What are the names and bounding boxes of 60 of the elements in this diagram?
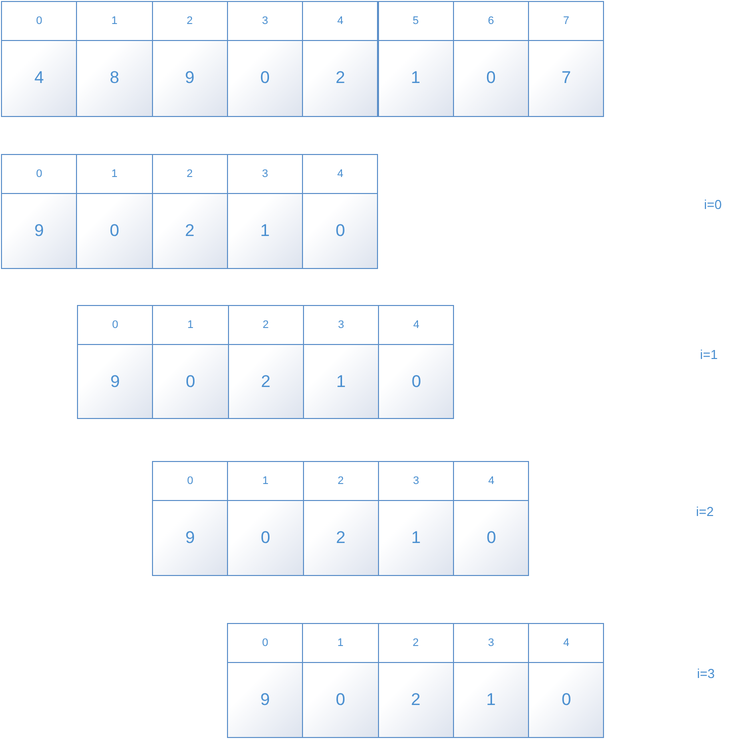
cell-value: 1: [486, 690, 496, 710]
cell-value: 2: [411, 690, 420, 710]
cell-value: 4: [34, 68, 44, 88]
cell-value: 0: [260, 528, 270, 548]
cell-value: 2: [336, 68, 346, 88]
array-cell: [528, 623, 604, 738]
array-cell: [528, 1, 604, 117]
array-cell: [302, 1, 378, 117]
cell-value: 0: [336, 221, 346, 241]
array-cell: [152, 154, 228, 269]
array-cell: [227, 623, 304, 738]
cell-value: 0: [260, 68, 270, 88]
array-cell: [378, 461, 454, 576]
cell-value: 0: [186, 372, 196, 392]
array-cell: [76, 1, 153, 117]
array-cell: [1, 1, 78, 117]
array-cell: [378, 305, 454, 419]
array-cell: [228, 305, 304, 419]
cell-value: 1: [411, 528, 421, 548]
array-cell: [226, 1, 304, 117]
array-cell: [227, 461, 304, 576]
array-cell: [77, 305, 154, 419]
array-cell: [226, 154, 304, 269]
iteration-label: i=1: [700, 347, 718, 362]
cell-value: 9: [110, 372, 120, 392]
cell-value: 1: [410, 68, 420, 88]
cell-value: 9: [185, 528, 195, 548]
cell-value: 8: [110, 68, 120, 88]
cell-value: 0: [110, 221, 120, 241]
cell-value: 0: [486, 528, 496, 548]
iteration-label: i=3: [697, 666, 715, 681]
iteration-label: i=0: [704, 197, 722, 212]
array-cell: [302, 461, 379, 576]
array-cell: [152, 1, 228, 117]
array-cell: [152, 461, 228, 576]
array-cell: [302, 154, 378, 269]
cell-value: 0: [486, 68, 496, 88]
cell-value: 2: [185, 221, 194, 241]
array-cell: [452, 1, 530, 117]
cell-value: 7: [562, 68, 571, 88]
cell-value: 0: [562, 690, 572, 710]
array-cell: [378, 1, 454, 117]
cell-value: 0: [336, 690, 346, 710]
array-cell: [452, 623, 530, 738]
array-cell: [152, 305, 229, 419]
array-cell: [302, 623, 379, 738]
cell-value: 9: [260, 690, 270, 710]
array-cell: [378, 623, 454, 738]
cell-value: 2: [261, 372, 270, 392]
array-cell: [302, 305, 380, 419]
array-cell: [1, 154, 78, 269]
cell-value: 1: [260, 221, 270, 241]
cell-value: 1: [336, 372, 346, 392]
cell-value: 0: [412, 372, 422, 392]
array-cell: [453, 461, 530, 576]
cell-value: 9: [34, 221, 44, 241]
iteration-label: i=2: [696, 504, 714, 519]
cell-value: 2: [336, 528, 346, 548]
array-cell: [76, 154, 153, 269]
cell-value: 9: [185, 68, 194, 88]
